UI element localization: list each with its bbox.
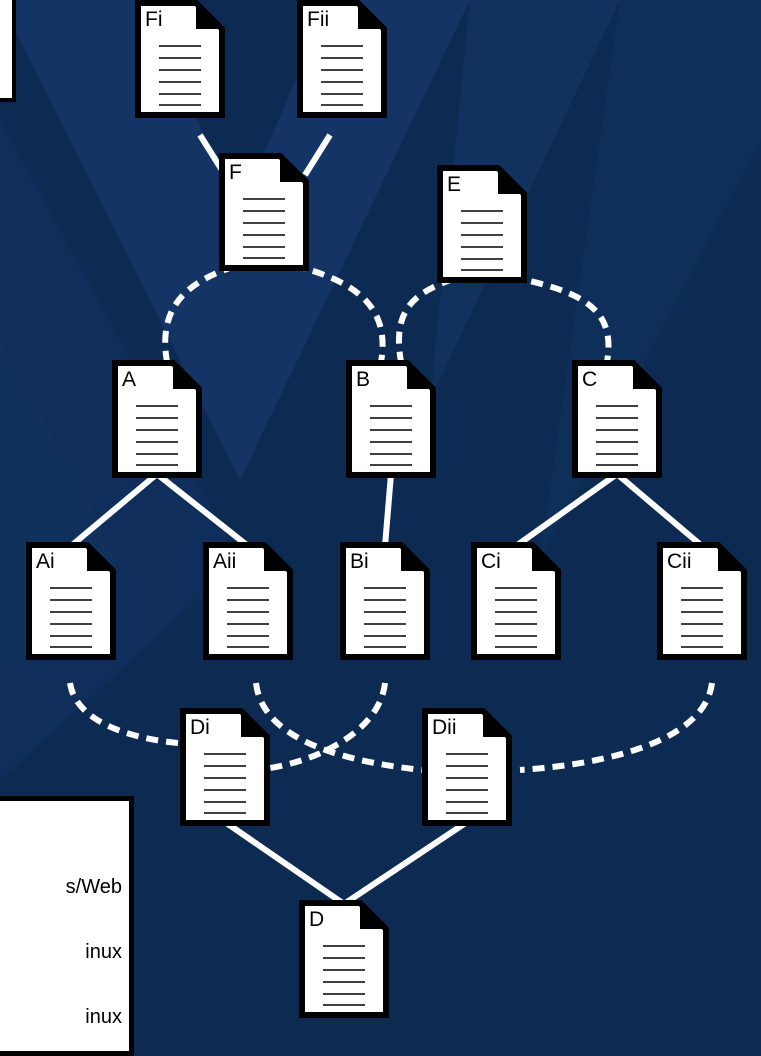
partial-panel bbox=[0, 0, 16, 102]
document-label: Di bbox=[190, 716, 210, 739]
document-node-dii: Dii bbox=[422, 708, 512, 826]
document-label: D bbox=[309, 908, 325, 931]
document-icon bbox=[346, 360, 436, 478]
legend-item-2: inux bbox=[85, 1006, 122, 1028]
document-icon bbox=[657, 542, 747, 660]
document-icon bbox=[112, 360, 202, 478]
document-label: Cii bbox=[667, 550, 692, 573]
edge-bi-di bbox=[269, 682, 388, 771]
edge-fii-f bbox=[302, 133, 333, 177]
edge-dii-d bbox=[342, 819, 469, 907]
document-icon bbox=[340, 542, 430, 660]
document-label: Dii bbox=[432, 716, 457, 739]
edge-aii-dii bbox=[253, 682, 423, 773]
document-icon bbox=[572, 360, 662, 478]
document-node-c: C bbox=[572, 360, 662, 478]
document-node-a: A bbox=[112, 360, 202, 478]
document-label: F bbox=[229, 161, 242, 184]
document-label: Bi bbox=[350, 550, 369, 573]
legend-panel: s/Web inux inux bbox=[0, 796, 134, 1056]
document-node-fii: Fii bbox=[297, 0, 387, 118]
document-node-aii: Aii bbox=[203, 542, 293, 660]
edge-a-ai bbox=[69, 471, 159, 549]
document-icon bbox=[471, 542, 561, 660]
document-label: E bbox=[447, 173, 462, 196]
edge-di-d bbox=[223, 819, 346, 907]
edge-e-b bbox=[395, 270, 473, 363]
edge-c-ci bbox=[514, 471, 619, 549]
edge-f-a bbox=[162, 258, 255, 363]
legend-item-1: inux bbox=[85, 941, 122, 963]
document-node-fi: Fi bbox=[135, 0, 225, 118]
document-node-f: F bbox=[219, 153, 309, 271]
document-node-cii: Cii bbox=[657, 542, 747, 660]
document-node-e: E bbox=[437, 165, 527, 283]
document-icon bbox=[299, 900, 389, 1018]
legend-item-0: s/Web bbox=[65, 876, 122, 898]
document-label: B bbox=[356, 368, 371, 391]
document-node-d: D bbox=[299, 900, 389, 1018]
document-node-b: B bbox=[346, 360, 436, 478]
edge-cii-dii bbox=[519, 682, 715, 773]
edge-c-cii bbox=[615, 471, 704, 549]
document-node-bi: Bi bbox=[340, 542, 430, 660]
edge-a-aii bbox=[155, 471, 250, 549]
document-label: C bbox=[582, 368, 598, 391]
document-label: Ai bbox=[36, 550, 55, 573]
document-icon bbox=[203, 542, 293, 660]
document-icon bbox=[437, 165, 527, 283]
edge-b-bi bbox=[382, 473, 394, 547]
document-icon bbox=[422, 708, 512, 826]
document-label: Aii bbox=[213, 550, 237, 573]
document-label: Fii bbox=[307, 8, 330, 31]
document-icon bbox=[219, 153, 309, 271]
document-icon bbox=[135, 0, 225, 118]
edge-ai-dii bbox=[67, 682, 199, 747]
document-label: A bbox=[122, 368, 137, 391]
document-label: Fi bbox=[145, 8, 163, 31]
document-node-ci: Ci bbox=[471, 542, 561, 660]
edge-e-c bbox=[491, 270, 612, 363]
edge-f-b bbox=[273, 258, 386, 363]
document-node-di: Di bbox=[180, 708, 270, 826]
document-icon bbox=[180, 708, 270, 826]
document-label: Ci bbox=[481, 550, 501, 573]
document-icon bbox=[26, 542, 116, 660]
document-icon bbox=[297, 0, 387, 118]
document-node-ai: Ai bbox=[26, 542, 116, 660]
